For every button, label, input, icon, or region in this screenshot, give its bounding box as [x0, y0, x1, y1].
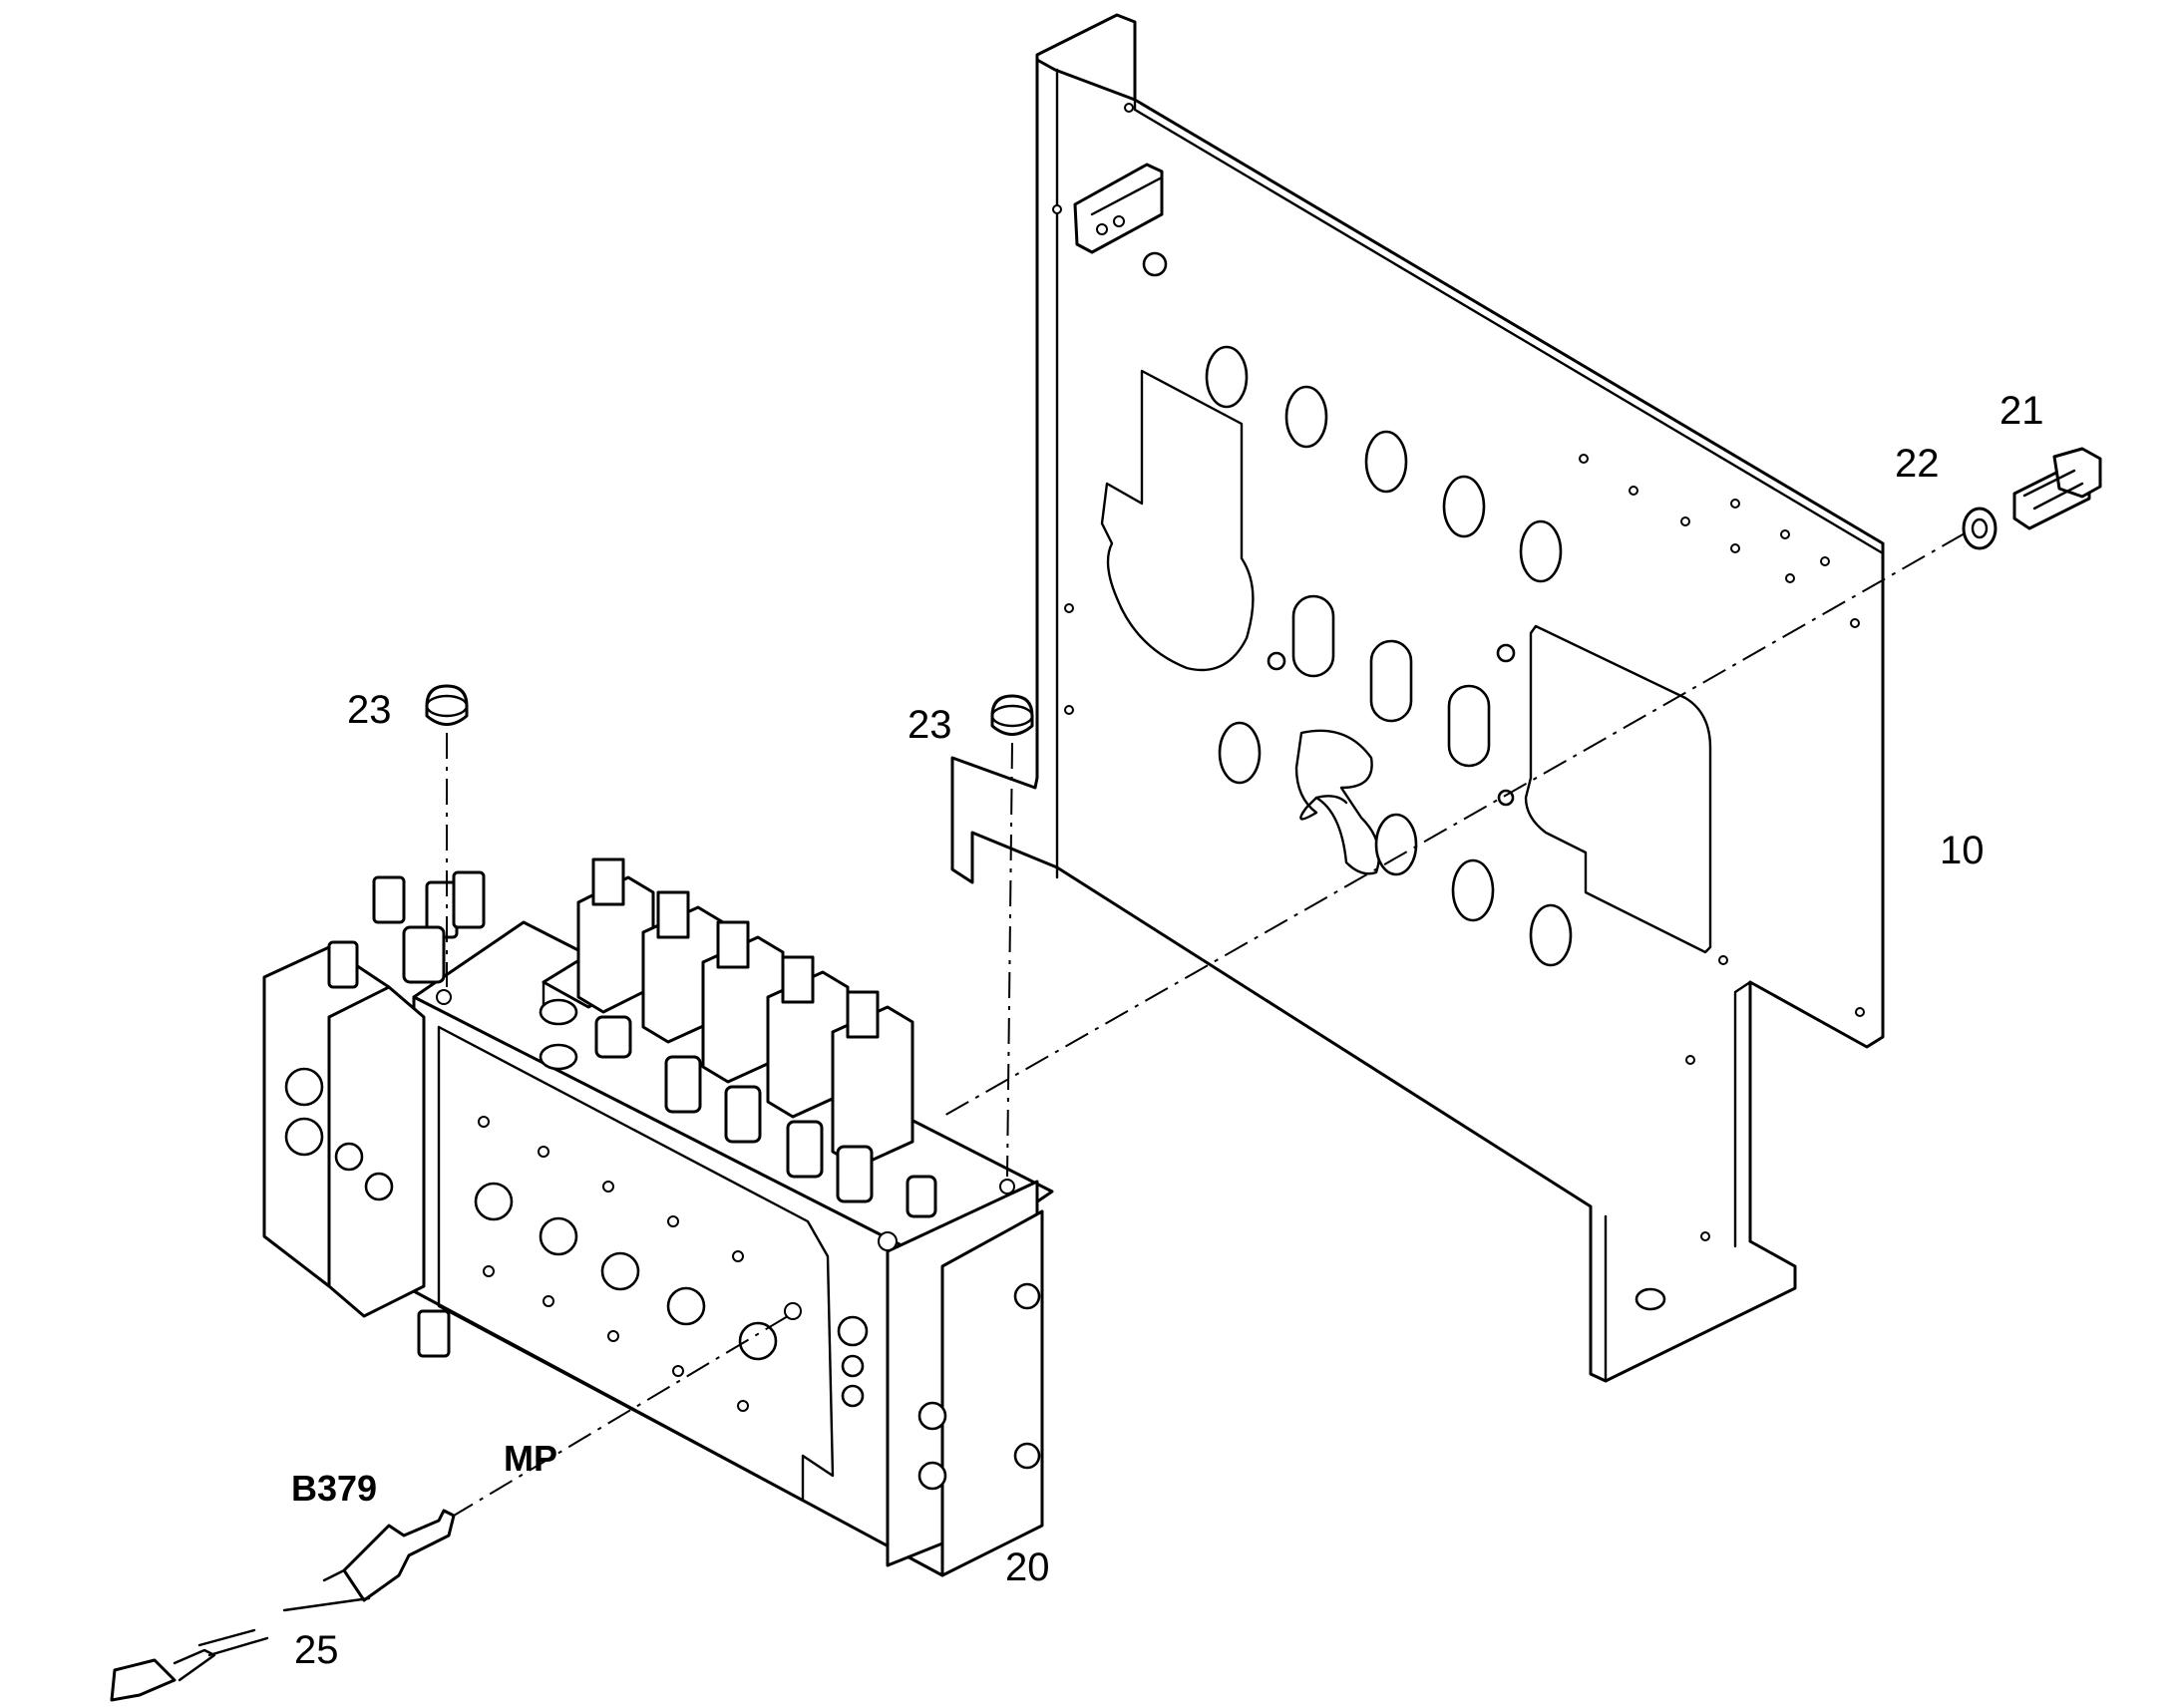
plug-left	[425, 684, 469, 726]
callout-plug-right: 23	[908, 703, 952, 747]
callout-control-valve: 20	[1005, 1545, 1050, 1589]
washer	[1962, 507, 1998, 550]
callout-bolt: 21	[1999, 389, 2044, 433]
bolt	[2012, 447, 2102, 530]
callout-sensor: 25	[294, 1628, 339, 1672]
callout-washer: 22	[1895, 442, 1940, 486]
callout-plate: 10	[1940, 829, 1985, 872]
control-valve	[262, 857, 1054, 1577]
plug-right	[990, 694, 1034, 736]
leader-lines	[446, 532, 1966, 1517]
spool-caps	[576, 857, 914, 1169]
callout-sensor-code: B379	[291, 1468, 377, 1509]
callout-measuring-point: MP	[504, 1438, 557, 1479]
callout-plug-left: 23	[347, 688, 392, 732]
pressure-sensor	[110, 1509, 456, 1702]
mounting-plate	[950, 13, 1885, 1383]
